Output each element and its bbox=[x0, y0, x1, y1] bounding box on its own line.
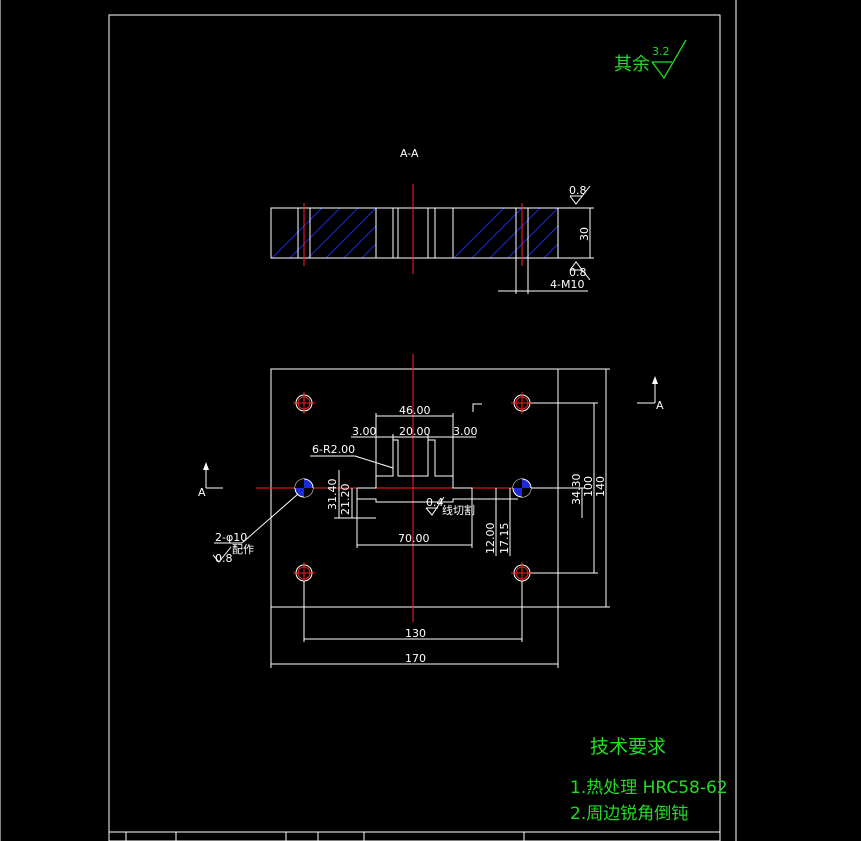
section-view: 30 0.8 0.8 4-M10 bbox=[270, 184, 594, 294]
dim-3140: 31.40 bbox=[326, 479, 339, 511]
dim-2120: 21.20 bbox=[339, 484, 352, 516]
tech-req-title: 技术要求 bbox=[590, 736, 666, 758]
dim-140: 140 bbox=[594, 476, 607, 497]
hole-bottom-right bbox=[511, 562, 533, 584]
slot-note: 线切割 bbox=[442, 503, 475, 517]
hole-note: 2-φ10 bbox=[215, 531, 247, 544]
surface-top-value: 0.8 bbox=[569, 184, 587, 197]
dim-130: 130 bbox=[405, 627, 426, 640]
dim-170: 170 bbox=[405, 652, 426, 665]
roughness-symbol bbox=[651, 39, 687, 80]
dim-3430: 34.30 bbox=[570, 474, 583, 506]
dim-3b: 3.00 bbox=[453, 425, 478, 438]
dim-20: 20.00 bbox=[399, 425, 431, 438]
surface-bottom-value: 0.8 bbox=[569, 266, 587, 279]
hole-sub: 配作 bbox=[232, 543, 254, 556]
hole-top-left bbox=[293, 392, 315, 414]
technical-requirements: 技术要求 1.热处理 HRC58-62 2.周边锐角倒钝 bbox=[570, 736, 728, 824]
dim-3a: 3.00 bbox=[352, 425, 377, 438]
cavity-outline bbox=[356, 439, 473, 503]
section-marker-right: A bbox=[656, 399, 664, 412]
tech-req-item-1: 1.热处理 HRC58-62 bbox=[570, 778, 728, 798]
dim-r2: 6-R2.00 bbox=[312, 443, 355, 456]
dowel-hole-left bbox=[294, 478, 314, 498]
dim-1715: 17.15 bbox=[498, 523, 511, 555]
thickness-dim: 30 bbox=[578, 227, 591, 241]
dim-70: 70.00 bbox=[398, 532, 430, 545]
hole-rough: 0.8 bbox=[215, 552, 233, 565]
dim-46: 46.00 bbox=[399, 404, 431, 417]
dowel-hole-right bbox=[512, 478, 532, 498]
hole-bottom-left bbox=[293, 562, 315, 584]
slot-rough: 0.4 bbox=[426, 496, 444, 509]
section-marker-left: A bbox=[198, 486, 206, 499]
dim-12: 12.00 bbox=[484, 523, 497, 555]
hole-top-right bbox=[511, 392, 533, 414]
hatch-right bbox=[453, 208, 558, 258]
hatch-left bbox=[271, 208, 376, 258]
roughness-note-label: 其余 bbox=[614, 54, 650, 75]
plan-view: A A 46.00 3.00 20.00 3.00 6-R2.00 31.40 … bbox=[198, 354, 664, 668]
drawing-frame bbox=[0, 0, 737, 841]
section-label: A-A bbox=[400, 147, 419, 160]
dim-100: 100 bbox=[582, 476, 595, 497]
thread-note: 4-M10 bbox=[550, 278, 584, 291]
tech-req-item-2: 2.周边锐角倒钝 bbox=[570, 804, 688, 824]
roughness-note: 其余 3.2 bbox=[614, 39, 687, 80]
roughness-note-value: 3.2 bbox=[652, 45, 670, 58]
